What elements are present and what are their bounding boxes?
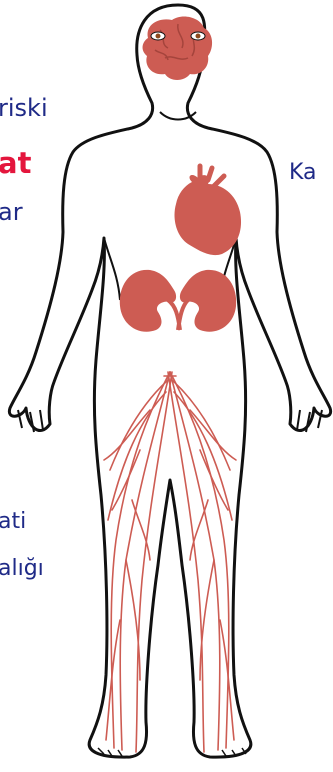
right-iris [196, 34, 201, 39]
left-iris [156, 34, 161, 39]
